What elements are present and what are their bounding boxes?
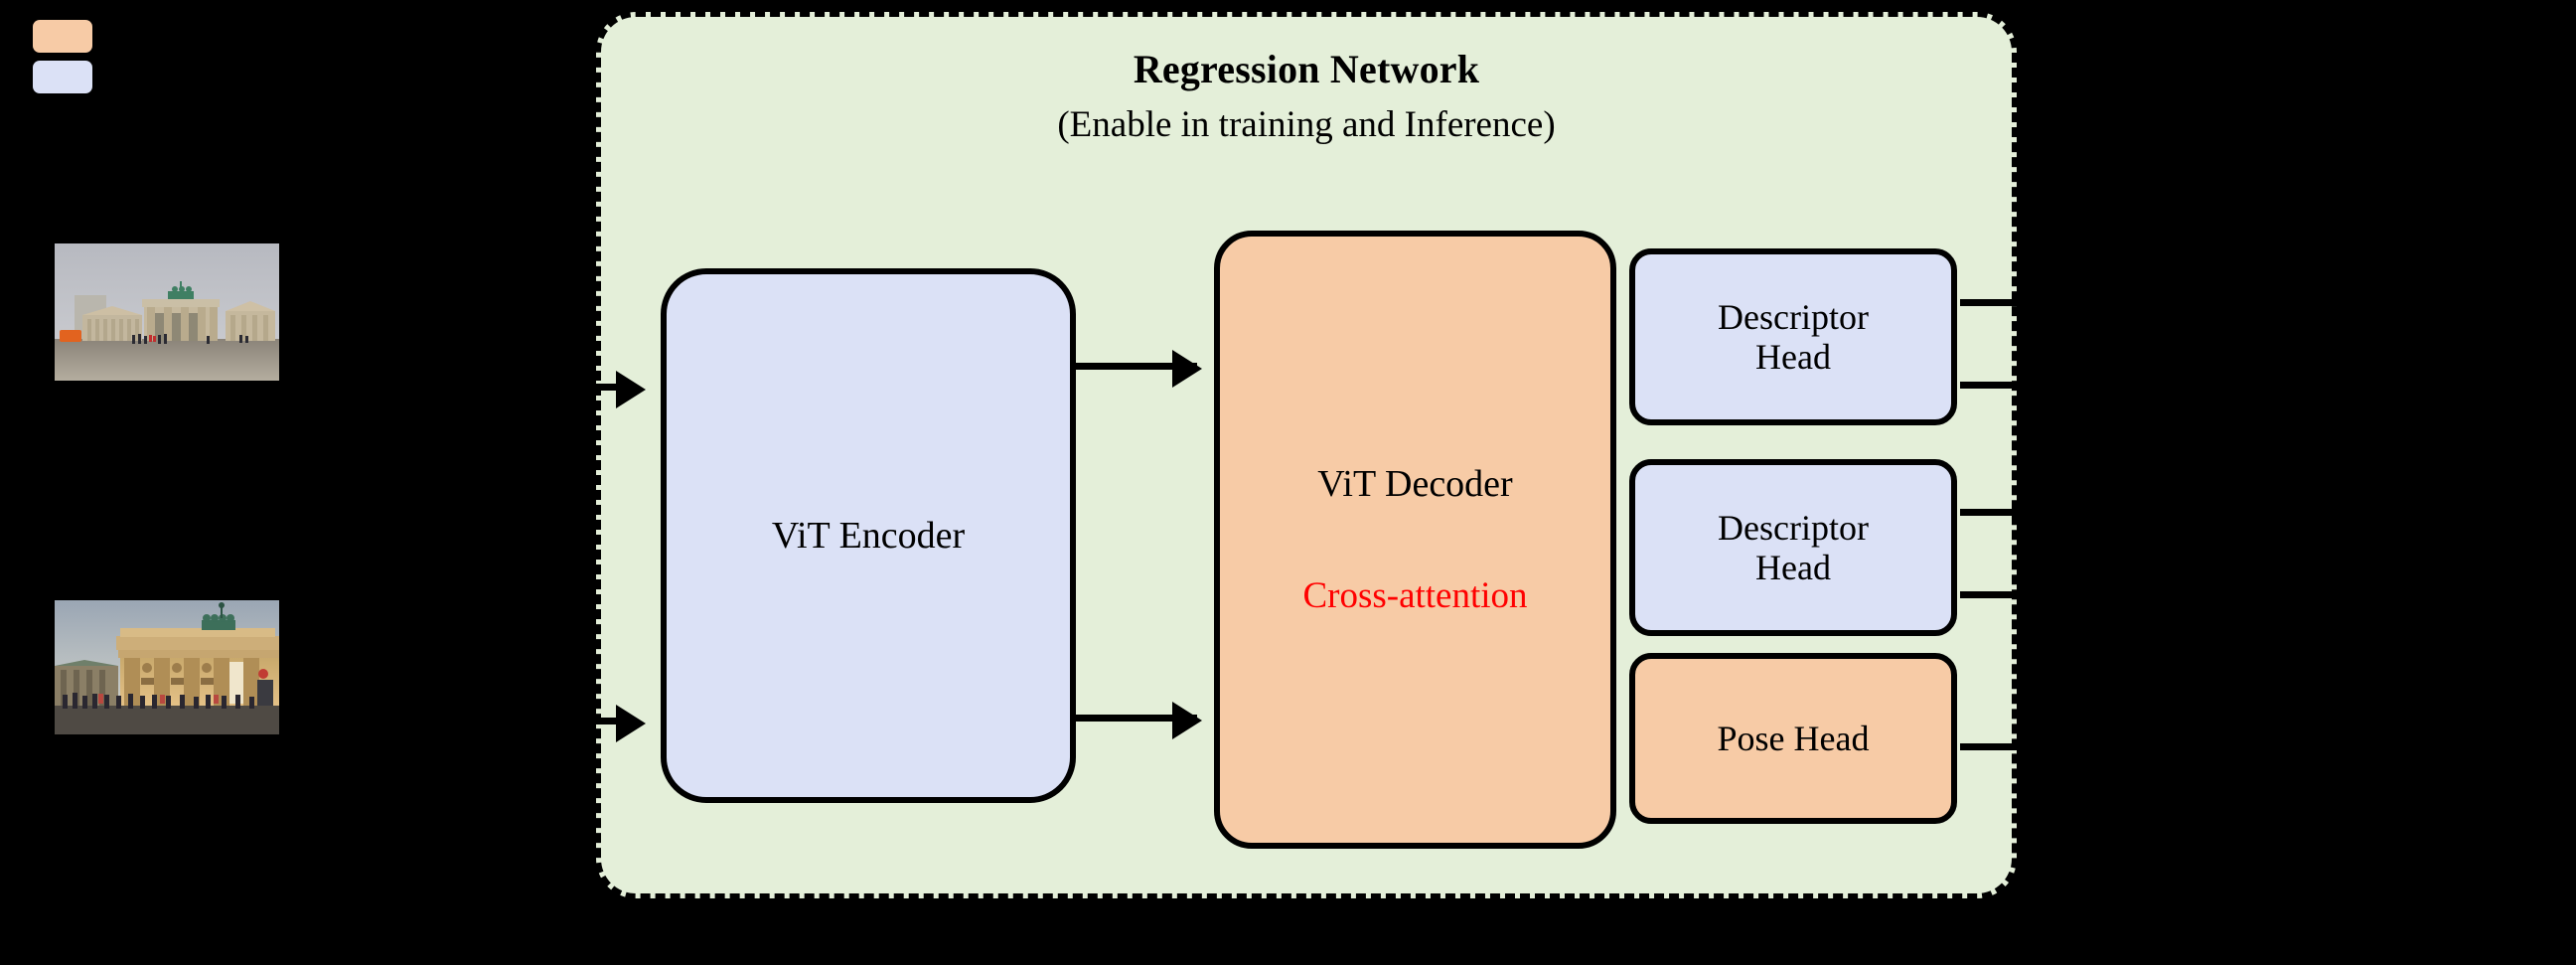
output-line-1 [1960, 299, 2081, 306]
legend-swatch-orange [33, 20, 92, 53]
descriptor-head-2-line1: Descriptor [1718, 507, 1869, 548]
brandenburg-gate-daytime-image [55, 243, 279, 381]
pose-head-label: Pose Head [1717, 718, 1870, 758]
descriptor-head-1-line2: Head [1755, 337, 1831, 377]
encoder-decoder-arrow-bottom-head [1172, 702, 1202, 739]
input-arrow-top-head [616, 371, 646, 408]
vit-encoder-label: ViT Encoder [771, 514, 966, 557]
brandenburg-gate-dusk-image [55, 600, 279, 734]
node-descriptor-head-2[interactable]: Descriptor Head [1629, 459, 1957, 636]
output-line-3 [1960, 509, 2081, 516]
encoder-decoder-arrow-top-head [1172, 350, 1202, 388]
descriptor-head-2-line2: Head [1755, 548, 1831, 587]
vit-decoder-label: ViT Decoder [1317, 463, 1513, 505]
input-arrow-top-line [594, 384, 618, 391]
output-line-5 [1960, 743, 2081, 750]
legend-swatch-blue [33, 61, 92, 93]
output-line-4 [1960, 591, 2081, 598]
panel-subtitle: (Enable in training and Inference) [1057, 104, 1556, 145]
page-title: Regression Network [1133, 47, 1480, 91]
input-arrow-bottom-line [594, 718, 618, 724]
node-vit-decoder[interactable]: ViT Decoder Cross-attention [1214, 231, 1616, 849]
node-vit-encoder[interactable]: ViT Encoder [661, 268, 1076, 803]
cross-attention-label: Cross-attention [1302, 574, 1528, 616]
encoder-decoder-arrow-bottom-line [1076, 715, 1197, 722]
encoder-decoder-arrow-top-line [1076, 363, 1197, 370]
node-descriptor-head-1[interactable]: Descriptor Head [1629, 248, 1957, 425]
input-arrow-bottom-head [616, 705, 646, 742]
descriptor-head-1-line1: Descriptor [1718, 296, 1869, 337]
input-thumbnail-brandenburg-gate-daytime [55, 243, 279, 381]
input-thumbnail-brandenburg-gate-dusk [55, 600, 279, 734]
output-line-2 [1960, 382, 2081, 389]
node-pose-head[interactable]: Pose Head [1629, 653, 1957, 824]
